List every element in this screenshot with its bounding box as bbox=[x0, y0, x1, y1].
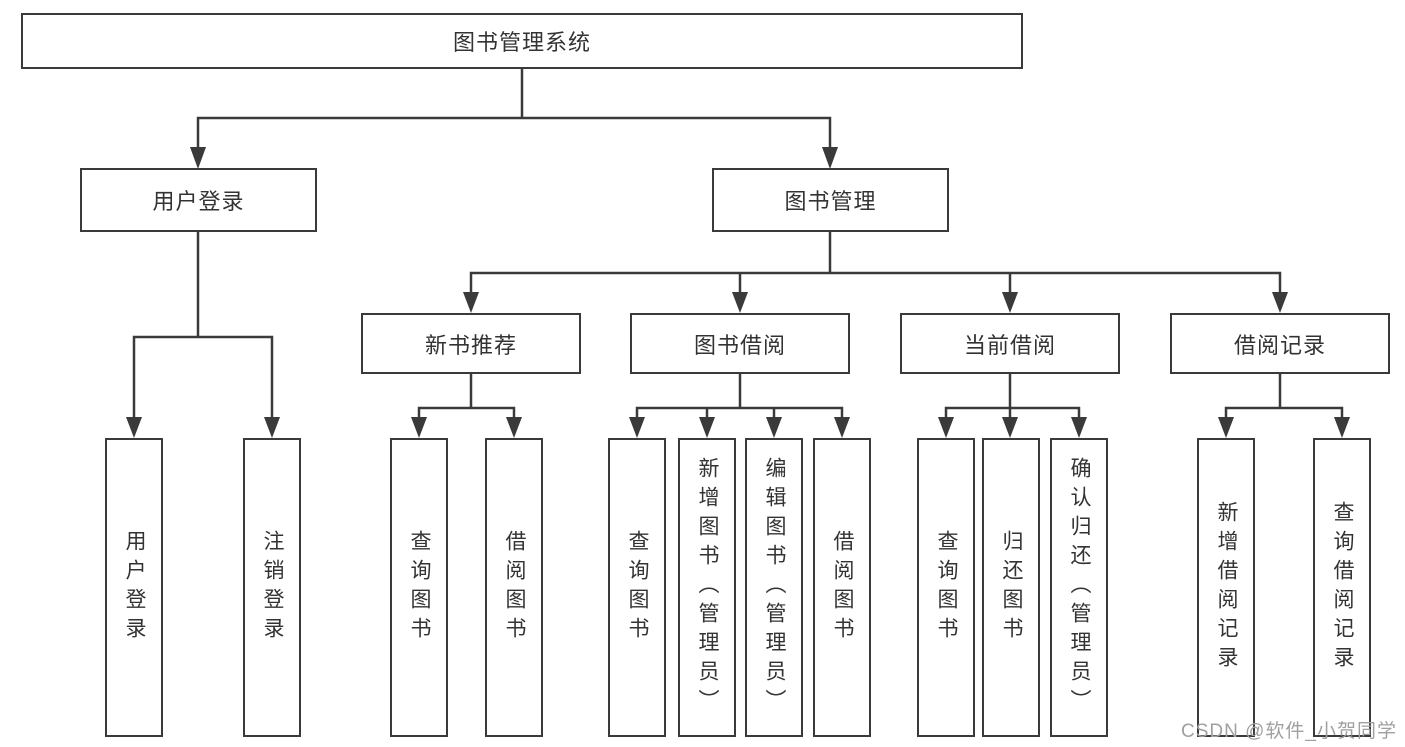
node-label: 新书推荐 bbox=[424, 332, 517, 358]
leaf-add-book-admin: 新增图书（管理员） bbox=[678, 438, 736, 737]
leaf-label: 查询借阅记录 bbox=[1331, 500, 1355, 675]
leaf-label: 注销登录 bbox=[261, 529, 285, 646]
leaf-add-borrow-record: 新增借阅记录 bbox=[1197, 438, 1255, 737]
leaf-label: 编辑图书（管理员） bbox=[763, 457, 787, 718]
node-label: 当前借阅 bbox=[963, 332, 1056, 358]
leaf-query-books: 查询图书 bbox=[608, 438, 666, 737]
leaf-label: 确认归还（管理员） bbox=[1068, 457, 1092, 718]
leaf-confirm-return-admin: 确认归还（管理员） bbox=[1050, 438, 1108, 737]
leaf-return-book: 归还图书 bbox=[982, 438, 1040, 737]
leaf-label: 新增借阅记录 bbox=[1215, 500, 1239, 675]
csdn-watermark: CSDN @软件_小贺同学 bbox=[1181, 721, 1397, 742]
node-user-login: 用户登录 bbox=[80, 168, 317, 232]
leaf-label: 用户登录 bbox=[123, 529, 147, 646]
node-label: 图书管理 bbox=[784, 189, 877, 214]
leaf-label: 新增图书（管理员） bbox=[696, 457, 720, 718]
leaf-label: 归还图书 bbox=[1000, 529, 1024, 646]
leaf-query-books: 查询图书 bbox=[390, 438, 448, 737]
leaf-logout: 注销登录 bbox=[243, 438, 301, 737]
leaf-label: 借阅图书 bbox=[503, 529, 527, 646]
leaf-borrow-books: 借阅图书 bbox=[813, 438, 871, 737]
leaf-query-books: 查询图书 bbox=[917, 438, 975, 737]
node-book-borrowing: 图书借阅 bbox=[630, 313, 850, 374]
leaf-label: 查询图书 bbox=[935, 529, 959, 646]
leaf-label: 借阅图书 bbox=[831, 529, 855, 646]
node-label: 借阅记录 bbox=[1233, 332, 1326, 358]
leaf-user-login: 用户登录 bbox=[105, 438, 163, 737]
node-current-borrowing: 当前借阅 bbox=[900, 313, 1120, 374]
node-label: 图书管理系统 bbox=[452, 30, 591, 55]
leaf-borrow-books: 借阅图书 bbox=[485, 438, 543, 737]
leaf-label: 查询图书 bbox=[626, 529, 650, 646]
node-label: 图书借阅 bbox=[693, 332, 786, 358]
node-label: 用户登录 bbox=[152, 189, 245, 214]
node-borrowing-records: 借阅记录 bbox=[1170, 313, 1390, 374]
leaf-edit-book-admin: 编辑图书（管理员） bbox=[745, 438, 803, 737]
node-library-management-system: 图书管理系统 bbox=[21, 13, 1023, 69]
leaf-label: 查询图书 bbox=[408, 529, 432, 646]
node-book-management: 图书管理 bbox=[712, 168, 949, 232]
leaf-query-borrow-record: 查询借阅记录 bbox=[1313, 438, 1371, 737]
node-new-book-recommendation: 新书推荐 bbox=[361, 313, 581, 374]
